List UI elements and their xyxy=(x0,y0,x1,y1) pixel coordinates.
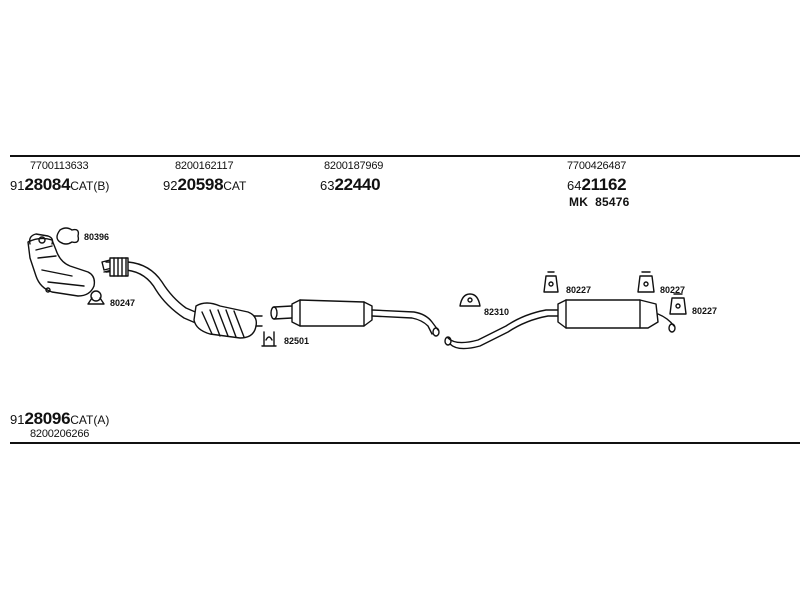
clamp-80247 xyxy=(87,290,105,305)
part-number: 6421162 xyxy=(567,175,627,194)
front-pipe-with-cat xyxy=(105,257,263,339)
part-number: 9128096CAT(A) xyxy=(10,409,110,428)
clamp-label: 82310 xyxy=(484,307,510,317)
clamp-label: 80227 xyxy=(692,306,718,316)
connector-ring xyxy=(270,305,293,320)
clamp-label: 80247 xyxy=(110,298,136,308)
clamp-82310 xyxy=(459,293,481,307)
clamp-label: 80396 xyxy=(84,232,110,242)
clamp-82501 xyxy=(261,331,277,347)
front-catalytic-converter xyxy=(27,233,96,297)
ref-number: 7700113633 xyxy=(30,160,89,172)
bottom-rule xyxy=(10,442,800,444)
clamp-label: 80227 xyxy=(660,285,686,295)
ref-number: 7700426487 xyxy=(567,160,627,172)
top-rule xyxy=(10,155,800,157)
part-number: 6322440 xyxy=(320,175,381,194)
hanger-80227 xyxy=(543,271,559,293)
ref-number: 8200162117 xyxy=(175,160,234,172)
middle-silencer xyxy=(291,299,440,337)
gasket-80396 xyxy=(56,227,80,245)
part-number: 9220598CAT xyxy=(163,175,247,194)
mk-label: MK 85476 xyxy=(569,195,630,209)
clamp-label: 80227 xyxy=(566,285,592,295)
hanger-80227 xyxy=(669,293,687,315)
clamp-label: 82501 xyxy=(284,336,310,346)
part-number: 9128084CAT(B) xyxy=(10,175,110,194)
hanger-80227 xyxy=(637,271,655,293)
rear-silencer xyxy=(444,299,676,350)
ref-number: 8200206266 xyxy=(30,428,90,440)
ref-number: 8200187969 xyxy=(324,160,384,172)
